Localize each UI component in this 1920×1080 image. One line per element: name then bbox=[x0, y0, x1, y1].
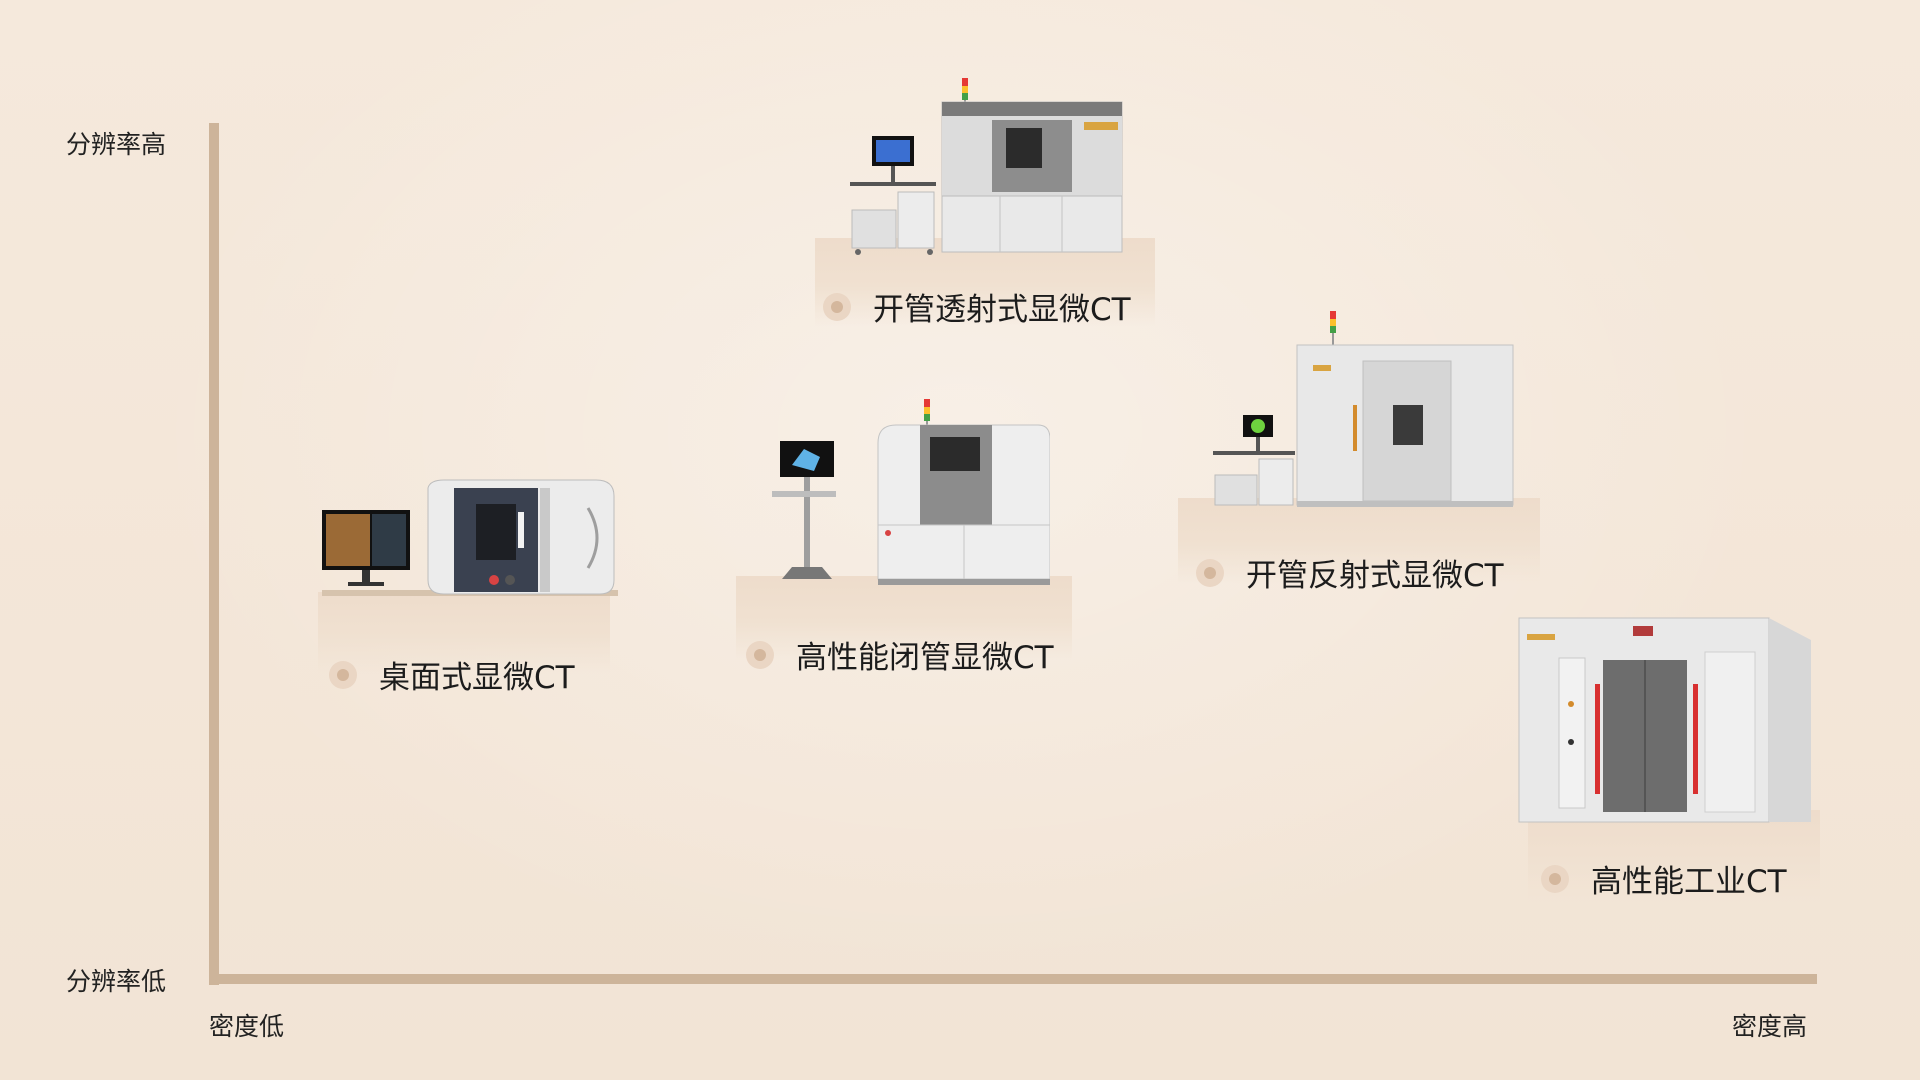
bullet-icon bbox=[329, 660, 357, 689]
product-pedestal bbox=[1178, 498, 1540, 584]
product-pedestal bbox=[736, 576, 1072, 660]
product-pedestal bbox=[1528, 810, 1820, 902]
product-name: 高性能闭管显微CT bbox=[796, 640, 1054, 676]
industrial-ct-image bbox=[1518, 617, 1811, 823]
bullet-icon bbox=[823, 292, 851, 321]
bullet-icon bbox=[746, 640, 774, 669]
closed-tube-micro-ct-image bbox=[772, 399, 1050, 585]
desktop-micro-ct-image bbox=[322, 479, 618, 596]
product-name: 高性能工业CT bbox=[1591, 864, 1787, 900]
y-axis-low-label: 分辨率低 bbox=[66, 967, 167, 996]
product-label: 开管反射式显微CT bbox=[1196, 550, 1504, 595]
open-tube-reflection-ct-image bbox=[1213, 311, 1514, 507]
product-pedestal bbox=[318, 592, 610, 674]
open-tube-transmission-ct-image bbox=[850, 78, 1123, 255]
product-name: 开管反射式显微CT bbox=[1246, 558, 1504, 594]
product-label: 高性能工业CT bbox=[1541, 856, 1787, 901]
product-pedestal bbox=[815, 238, 1155, 326]
product-label: 桌面式显微CT bbox=[329, 652, 575, 697]
bullet-icon bbox=[1196, 558, 1224, 587]
x-axis-high-label: 密度高 bbox=[1732, 1012, 1808, 1041]
y-axis-line bbox=[209, 123, 219, 985]
x-axis-low-label: 密度低 bbox=[209, 1012, 285, 1041]
bullet-icon bbox=[1541, 864, 1569, 893]
product-label: 高性能闭管显微CT bbox=[746, 632, 1054, 677]
product-label: 开管透射式显微CT bbox=[823, 284, 1131, 329]
x-axis-line bbox=[209, 974, 1817, 984]
y-axis-high-label: 分辨率高 bbox=[66, 130, 167, 159]
product-name: 桌面式显微CT bbox=[379, 660, 575, 696]
product-name: 开管透射式显微CT bbox=[873, 292, 1131, 328]
